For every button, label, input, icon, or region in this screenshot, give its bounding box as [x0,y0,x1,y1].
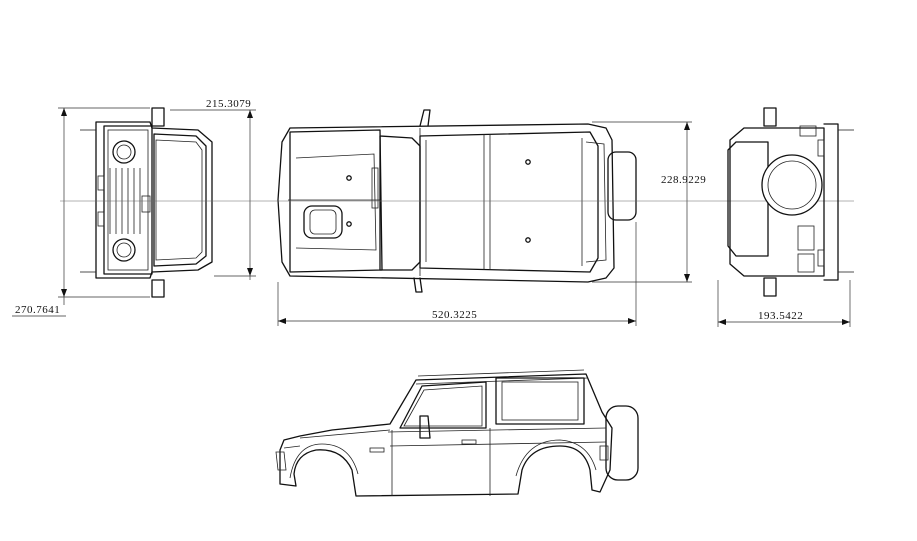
overall-height-dimension: 270.7641 [15,304,60,316]
top-view-dimensions [277,121,692,326]
front-view [80,107,213,298]
front-height-dimension: 215.3079 [206,98,251,110]
rear-view-dimensions [717,280,851,327]
top-length-dimension: 520.3225 [432,309,477,321]
front-view-dimensions [12,107,256,317]
side-view [275,369,639,497]
rear-view [727,107,854,297]
rear-width-dimension: 193.5422 [758,310,803,322]
top-width-dimension: 228.9229 [661,174,706,186]
top-view [277,109,637,293]
